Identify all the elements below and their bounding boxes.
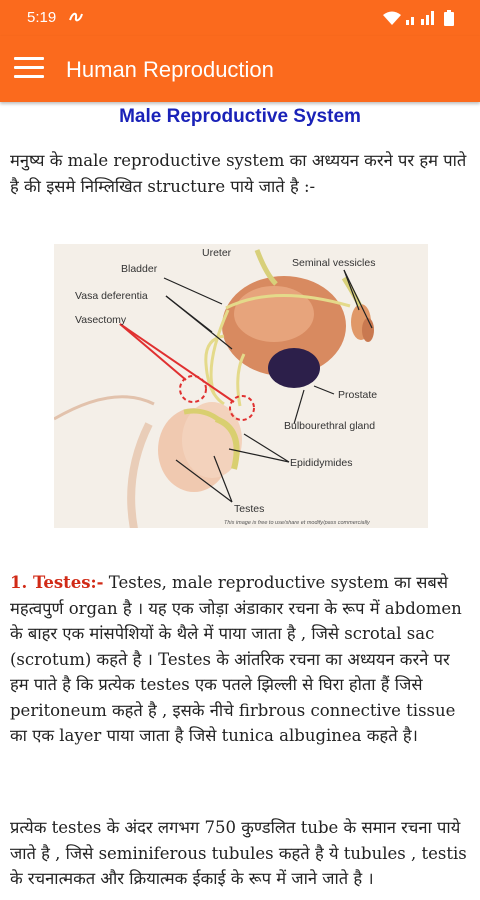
- signal-icon: [406, 11, 434, 25]
- label-prostate: Prostate: [338, 389, 377, 401]
- label-bladder: Bladder: [121, 263, 158, 275]
- status-bar: 5:19: [0, 0, 480, 36]
- notification-icon: [69, 12, 83, 22]
- seminiferous-paragraph: प्रत्येक testes के अंदर लगभग 750 कुण्डलि…: [10, 818, 467, 888]
- testes-paragraph: 1. Testes:- Testes, male reproductive sy…: [10, 570, 472, 749]
- label-seminal-vesicles: Seminal vessicles: [292, 257, 375, 269]
- intro-paragraph: मनुष्य के male reproductive system का अध…: [10, 151, 467, 196]
- app-bar: Human Reproduction: [0, 36, 480, 102]
- label-testes: Testes: [234, 503, 264, 515]
- testes-text: Testes, male reproductive system का सबसे…: [10, 573, 462, 745]
- reproductive-system-diagram: Ureter Bladder Seminal vessicles Vasa de…: [54, 244, 428, 528]
- figure-caption: This image is free to use/share et modif…: [224, 520, 371, 526]
- label-epididymides: Epididymides: [290, 457, 352, 469]
- section-title: Male Reproductive System: [119, 106, 361, 127]
- hamburger-menu-icon[interactable]: [14, 57, 44, 81]
- battery-icon: [444, 10, 454, 26]
- testes-heading: 1. Testes:-: [10, 573, 104, 592]
- wifi-icon: [383, 11, 401, 25]
- label-bulbourethral-gland: Bulbourethral gland: [284, 420, 375, 432]
- label-vasa-deferentia: Vasa deferentia: [75, 290, 148, 302]
- app-title: Human Reproduction: [66, 57, 274, 82]
- prostate-shape: [268, 348, 320, 388]
- label-vasectomy: Vasectomy: [75, 314, 127, 326]
- status-time: 5:19: [27, 9, 57, 26]
- label-ureter: Ureter: [202, 247, 232, 259]
